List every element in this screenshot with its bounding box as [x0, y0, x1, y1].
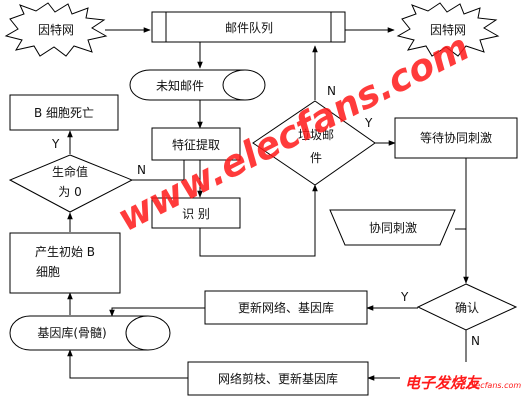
node-feature-extract: 特征提取 [151, 127, 241, 161]
node-spam: 垃圾邮 件 [252, 100, 376, 186]
node-prune: 网络剪枝、更新基因库 [187, 361, 369, 396]
label-spam-yes: Y [364, 116, 373, 130]
internet-right-cloud [396, 2, 500, 57]
wait-costim-box [394, 117, 518, 159]
recognize-box [151, 197, 241, 229]
node-life-value: 生命值 为 0 [8, 154, 134, 213]
generate-b-label-1: 产生初始 B [35, 245, 95, 259]
node-gene-bank: 基因库(骨髓) [9, 315, 171, 351]
spam-label-1: 垃圾邮 [298, 127, 334, 142]
unknown-mail-shape [129, 69, 246, 101]
costim-trapezoid [329, 209, 456, 246]
label-confirm-no: N [471, 334, 480, 348]
life-value-diamond [8, 154, 134, 213]
node-update-net: 更新网络、基因库 [204, 290, 368, 325]
life-value-label-2: 为 0 [58, 185, 81, 199]
corner-watermark-bg [400, 362, 525, 400]
mail-queue-box [151, 11, 346, 43]
node-b-cell-death: B 细胞死亡 [9, 94, 119, 131]
internet-right-label: 因特网 [430, 22, 466, 37]
corner-watermark-en: Elecfans.com [468, 381, 521, 390]
feature-extract-box [151, 127, 241, 161]
label-life-no: N [137, 163, 146, 177]
recognize-label: 识 别 [182, 207, 210, 221]
b-cell-death-label: B 细胞死亡 [34, 106, 94, 120]
node-wait-costim: 等待协同刺激 [394, 117, 518, 159]
mail-queue-label: 邮件队列 [225, 20, 273, 35]
spam-label-2: 件 [310, 151, 322, 165]
generate-b-label-2: 细胞 [36, 265, 60, 279]
gene-bank-label: 基因库(骨髓) [37, 325, 106, 340]
gene-bank-shape [9, 315, 149, 351]
gene-bank-cap [147, 315, 171, 351]
node-generate-b: 产生初始 B 细胞 [9, 232, 121, 294]
update-net-box [204, 290, 368, 325]
unknown-mail-label: 未知邮件 [156, 79, 204, 93]
node-mail-queue: 邮件队列 [151, 11, 346, 43]
node-confirm: 确认 [416, 283, 518, 331]
label-confirm-yes: Y [400, 290, 409, 304]
confirm-label: 确认 [455, 301, 479, 315]
node-recognize: 识 别 [151, 197, 241, 229]
confirm-diamond [416, 283, 518, 331]
prune-label: 网络剪枝、更新基因库 [218, 371, 338, 386]
arrow-update-to-genebank [109, 307, 205, 317]
b-cell-death-box [9, 94, 119, 131]
node-unknown-mail: 未知邮件 [129, 69, 266, 101]
node-internet-left: 因特网 [4, 2, 108, 57]
corner-watermark: 电子发烧友 Elecfans.com [400, 362, 525, 400]
label-spam-no: N [327, 84, 336, 98]
arrow-recognize-to-spam [199, 184, 318, 257]
prune-box [187, 361, 369, 396]
generate-b-box [9, 232, 121, 294]
node-internet-right: 因特网 [396, 2, 500, 57]
spam-diamond [252, 100, 376, 186]
label-life-yes: Y [51, 137, 60, 151]
unknown-mail-cap [244, 69, 266, 101]
arrow-prune-to-genebank [67, 349, 188, 379]
internet-left-cloud [4, 2, 108, 57]
update-net-label: 更新网络、基因库 [238, 300, 334, 315]
internet-left-label: 因特网 [38, 22, 74, 37]
costim-label: 协同刺激 [369, 220, 417, 235]
corner-watermark-cn: 电子发烧友 [405, 374, 482, 392]
node-costim: 协同刺激 [329, 209, 456, 246]
life-value-label-1: 生命值 [52, 164, 88, 179]
feature-extract-label: 特征提取 [172, 137, 220, 152]
wait-costim-label: 等待协同刺激 [420, 130, 492, 145]
